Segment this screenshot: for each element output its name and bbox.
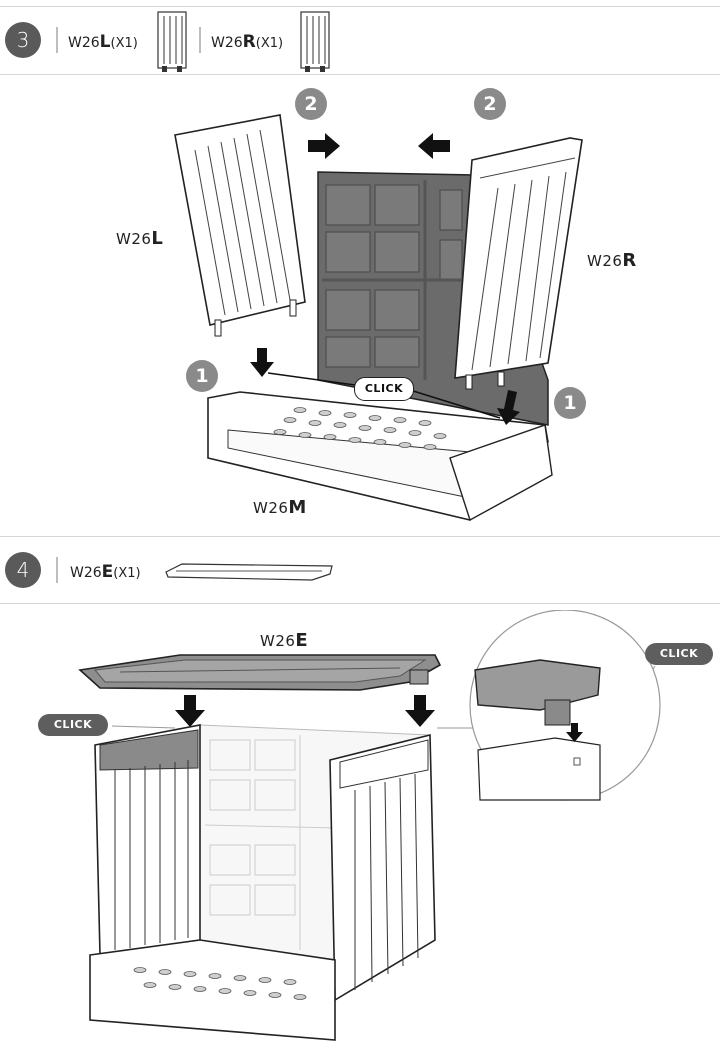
step-number-badge: 3 bbox=[5, 22, 41, 58]
step-number-badge: 4 bbox=[5, 552, 41, 588]
panel-l-thumbnail-icon bbox=[157, 11, 187, 72]
divider bbox=[0, 74, 720, 75]
callout-w26l: W26L bbox=[116, 228, 163, 249]
separator bbox=[56, 27, 58, 53]
divider bbox=[0, 6, 720, 7]
step4-assembly-illustration bbox=[78, 610, 661, 1041]
lid-thumbnail-icon bbox=[165, 563, 333, 581]
separator bbox=[199, 27, 201, 53]
part-label-w26e: W26E(X1) bbox=[70, 562, 141, 582]
click-label-detail: CLICK bbox=[645, 643, 713, 665]
step3-assembly-illustration bbox=[174, 114, 583, 522]
callout-w26m: W26M bbox=[253, 497, 307, 518]
part-label-w26r: W26R(X1) bbox=[211, 32, 284, 52]
callout-w26e: W26E bbox=[260, 630, 308, 651]
step-badge-two-right: 2 bbox=[474, 88, 506, 120]
divider bbox=[0, 536, 720, 537]
click-label-left: CLICK bbox=[38, 714, 108, 736]
click-label: CLICK bbox=[354, 377, 414, 401]
step-badge-one-left: 1 bbox=[186, 360, 218, 392]
divider bbox=[0, 603, 720, 604]
callout-w26r: W26R bbox=[587, 250, 637, 271]
step-badge-one-right: 1 bbox=[554, 387, 586, 419]
separator bbox=[56, 557, 58, 583]
panel-r-thumbnail-icon bbox=[300, 11, 330, 72]
part-label-w26l: W26L(X1) bbox=[68, 32, 138, 52]
step-badge-two-left: 2 bbox=[295, 88, 327, 120]
